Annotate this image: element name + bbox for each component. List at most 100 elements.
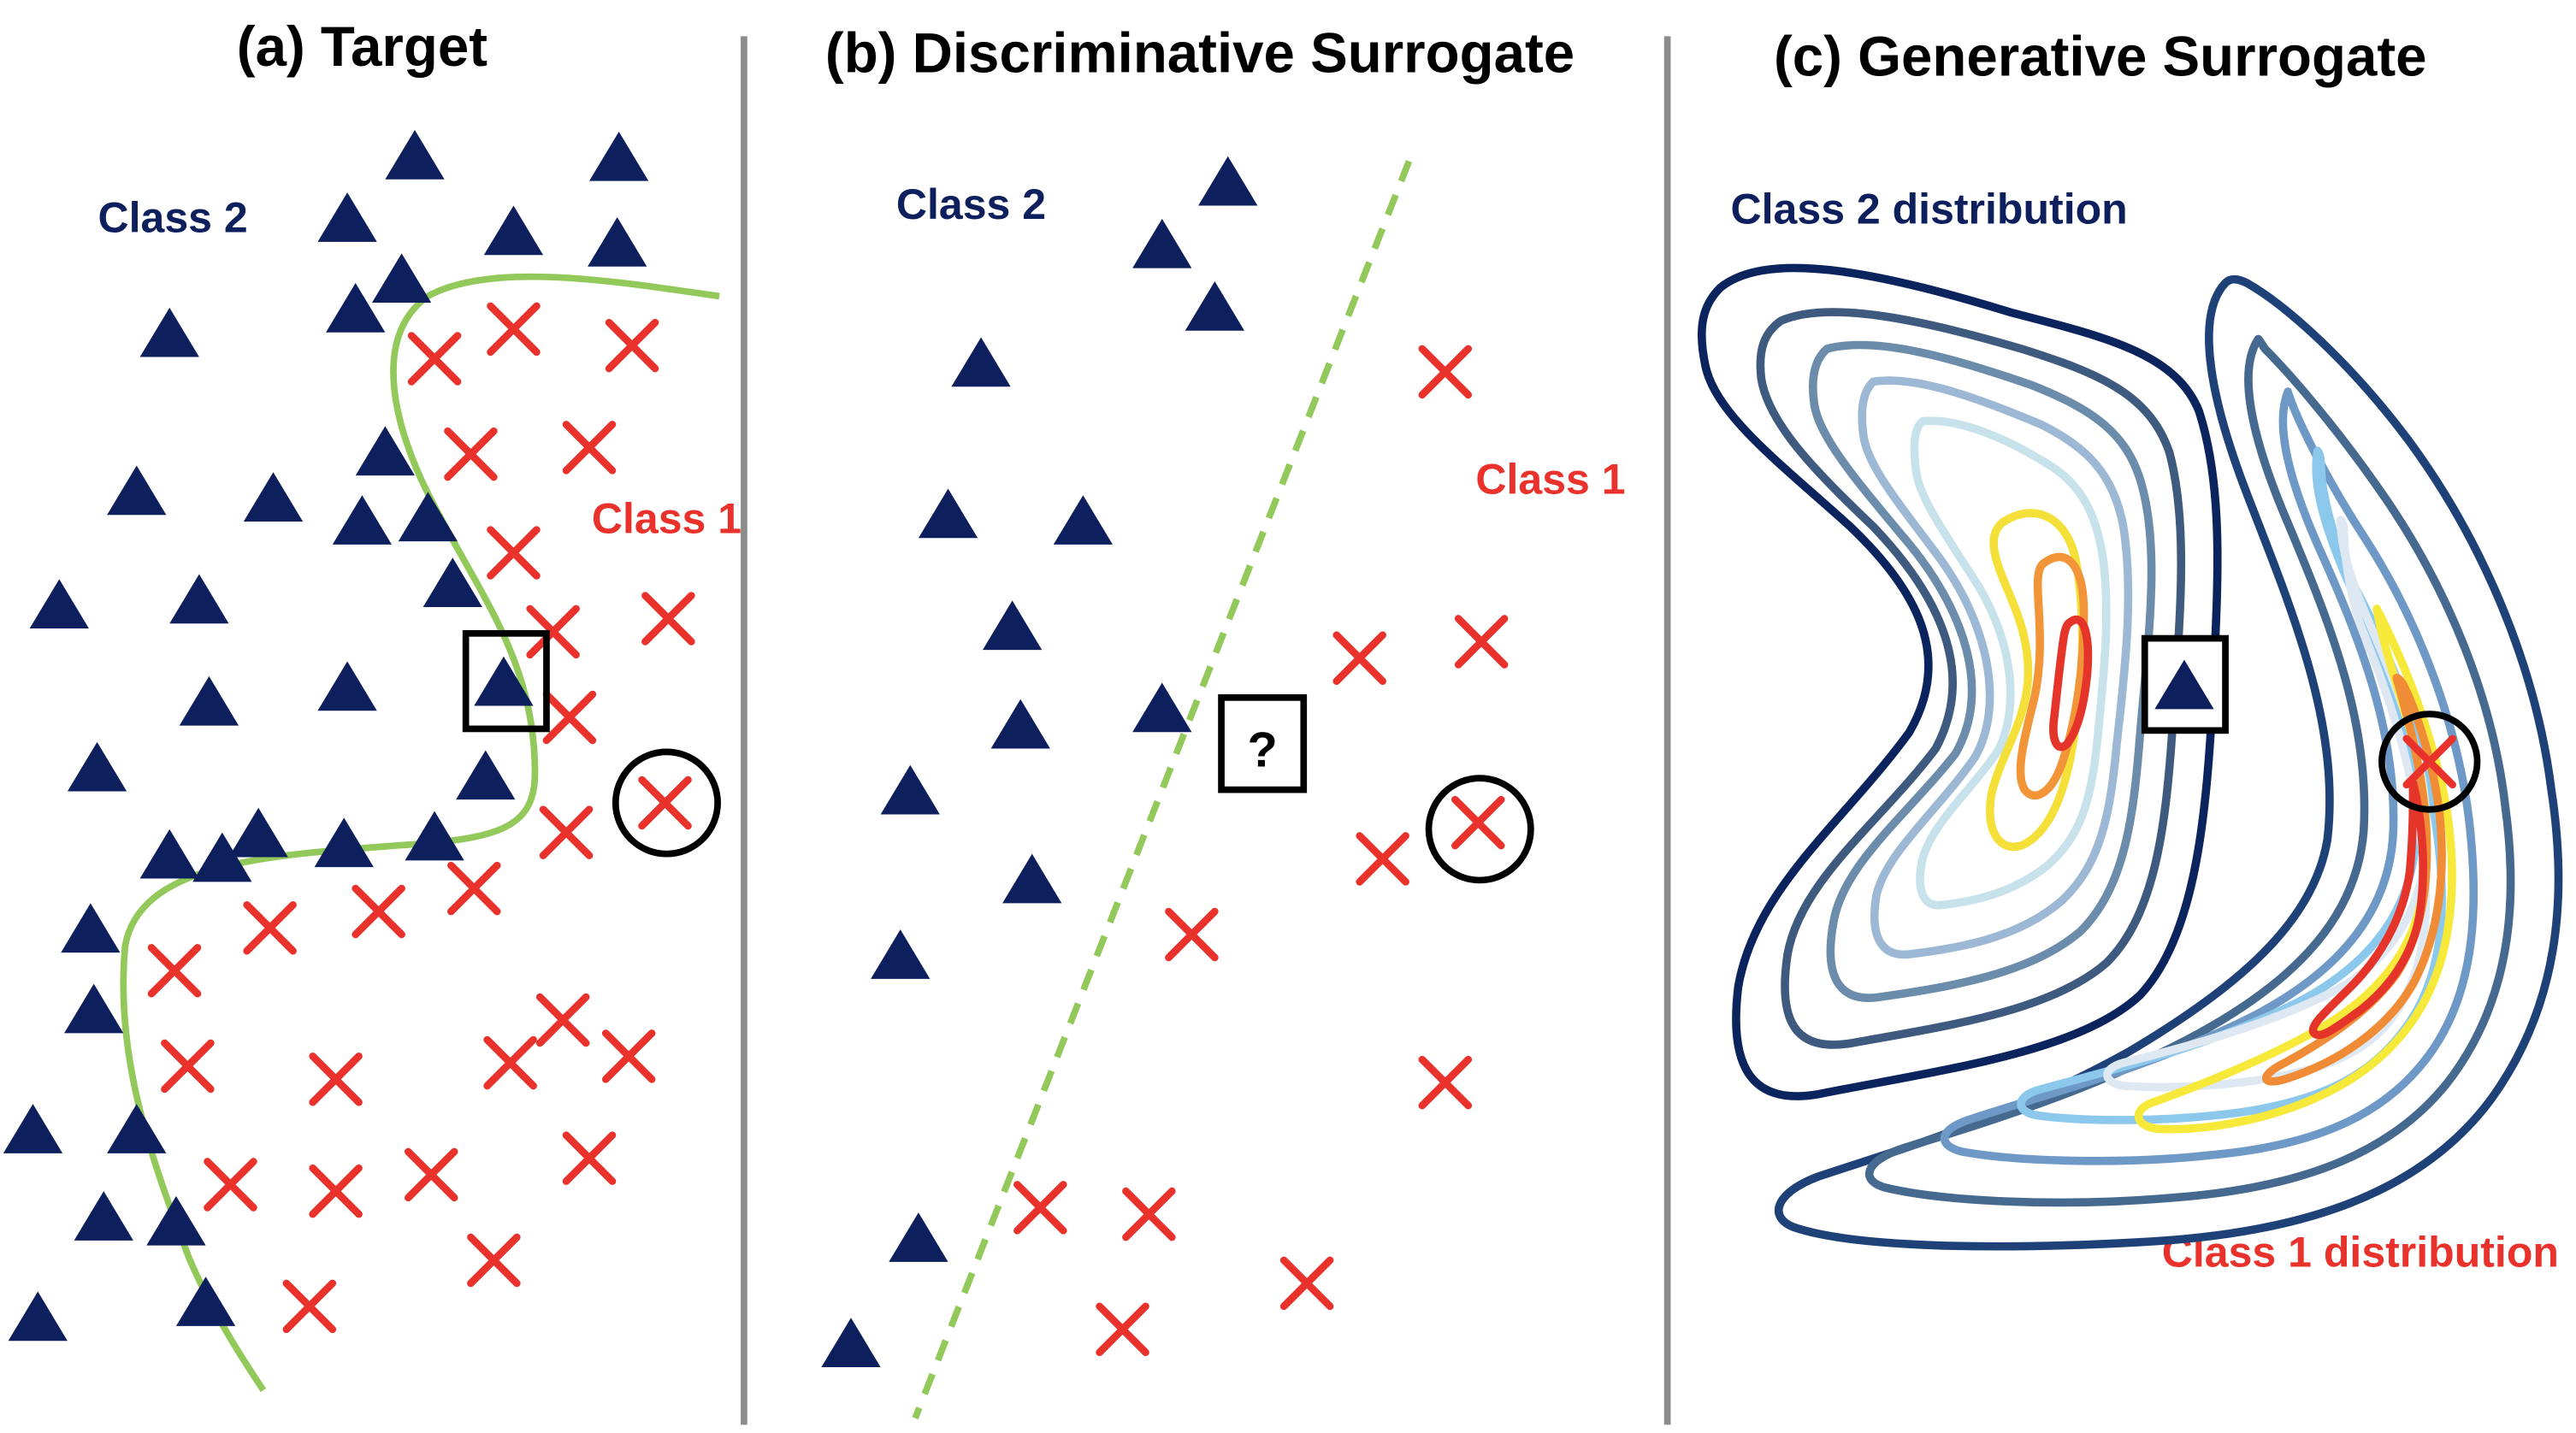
highlight-circle	[2378, 711, 2481, 813]
class1-contour	[2308, 779, 2427, 1040]
triangle-icon	[918, 488, 978, 539]
class2-contour	[2016, 552, 2089, 800]
triangle-icon	[385, 130, 445, 180]
class2-contour	[1756, 308, 2186, 1049]
cross-icon	[491, 306, 537, 352]
triangle-icon	[1132, 218, 1192, 268]
triangle-icon	[1132, 682, 1192, 733]
triangle-icon	[1002, 853, 1062, 904]
panel-discriminative: (b) Discriminative Surrogate Class 2 Cla…	[821, 22, 1626, 1420]
cross-icon	[151, 947, 198, 994]
triangle-icon	[871, 929, 931, 979]
triangle-icon	[405, 811, 464, 861]
triangle-icon	[588, 216, 647, 267]
class2-distribution-contours	[1697, 263, 2222, 1100]
triangle-icon	[326, 282, 386, 333]
class1-contour	[2017, 446, 2446, 1124]
cross-icon	[609, 322, 655, 369]
cross-icon	[164, 1043, 210, 1089]
panel-target: (a) Target Class 2 Class 1	[3, 15, 741, 1393]
class1-contour	[2103, 516, 2431, 1092]
cross-icon	[1100, 1306, 1146, 1353]
panel-b-class1-label: Class 1	[1475, 455, 1625, 503]
panel-b-class2-label: Class 2	[896, 180, 1046, 228]
triangle-icon	[982, 600, 1043, 651]
triangle-icon	[64, 983, 124, 1034]
triangle-icon	[951, 337, 1011, 387]
decision-boundary-line	[912, 160, 1413, 1420]
panel-a-title: (a) Target	[237, 15, 487, 78]
class2-contour	[1910, 416, 2111, 910]
triangle-icon	[107, 465, 167, 516]
panel-a-class1-label: Class 1	[592, 494, 741, 542]
class2-contour	[2049, 616, 2093, 752]
cross-icon	[1458, 619, 1504, 665]
cross-icon	[411, 336, 458, 382]
triangle-icon	[29, 579, 89, 629]
decision-boundary-curve	[120, 273, 720, 1393]
triangle-icon	[1185, 281, 1244, 331]
cross-icon	[408, 1152, 454, 1198]
cross-icon	[1168, 911, 1214, 958]
cross-icon	[606, 1033, 652, 1079]
triangle-icon	[139, 307, 199, 357]
cross-icon	[566, 1135, 612, 1182]
cross-icon	[1422, 1059, 1468, 1106]
cross-icon	[451, 865, 497, 911]
highlight-circle	[612, 748, 721, 858]
panel-c-class2-label: Class 2 distribution	[1731, 186, 2128, 233]
class2-contour	[1697, 263, 2222, 1100]
triangle-icon	[456, 750, 516, 800]
triangle-icon	[990, 699, 1050, 749]
cross-icon	[1360, 836, 1406, 882]
triangle-icon	[398, 492, 458, 542]
class1-contour	[1940, 387, 2479, 1165]
triangle-icon	[821, 1318, 881, 1368]
triangle-icon	[146, 1195, 206, 1246]
triangle-icon	[589, 131, 649, 181]
class1-contour	[1774, 274, 2563, 1251]
panel-b-title: (b) Discriminative Surrogate	[825, 22, 1575, 85]
triangle-icon	[483, 205, 544, 256]
panel-b-class2-points	[821, 156, 1258, 1368]
cross-icon	[287, 1283, 333, 1330]
triangle-icon	[314, 817, 374, 868]
cross-icon	[645, 596, 691, 642]
highlight-circle	[1425, 775, 1534, 884]
cross-icon	[1337, 635, 1383, 681]
cross-icon	[1126, 1191, 1172, 1237]
cross-icon	[247, 905, 293, 951]
cross-icon	[566, 424, 612, 470]
triangle-icon	[169, 574, 229, 624]
triangle-icon	[880, 764, 940, 815]
panel-c-title: (c) Generative Surrogate	[1774, 26, 2427, 88]
cross-icon	[470, 1237, 517, 1283]
cross-icon	[207, 1162, 253, 1208]
triangle-icon	[1053, 495, 1114, 545]
class1-contour	[1864, 334, 2515, 1207]
cross-icon	[491, 530, 537, 576]
cross-icon	[356, 888, 402, 935]
triangle-icon	[332, 495, 393, 545]
triangle-icon	[74, 1191, 133, 1241]
triangle-icon	[107, 1104, 167, 1153]
cross-icon	[313, 1168, 359, 1214]
triangle-icon	[175, 1277, 236, 1326]
triangle-icon	[67, 741, 127, 792]
triangle-icon	[8, 1291, 68, 1342]
cross-icon	[1017, 1184, 1063, 1230]
triangle-icon	[228, 807, 288, 858]
panel-a-class1-points	[151, 306, 691, 1330]
cross-icon	[1284, 1260, 1330, 1306]
cross-icon	[540, 997, 586, 1043]
triangle-icon	[1198, 156, 1258, 206]
cross-icon	[1455, 799, 1501, 846]
class2-contour	[1808, 340, 2156, 1002]
triangle-icon	[179, 675, 239, 726]
query-mark: ?	[1248, 723, 1278, 778]
cross-icon	[547, 694, 593, 740]
query-box	[1218, 694, 1308, 793]
triangle-icon	[371, 253, 432, 304]
triangle-icon	[139, 829, 199, 879]
